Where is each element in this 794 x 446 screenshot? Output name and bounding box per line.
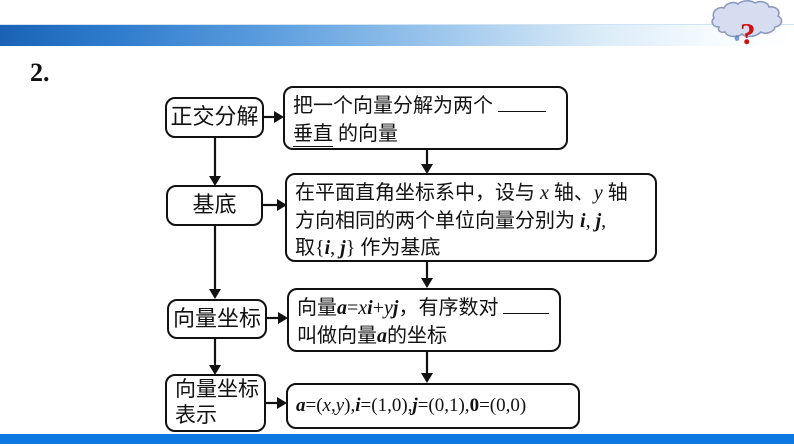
node-vector-coordinates: 向量坐标 bbox=[167, 299, 267, 339]
arrowhead-right-2 bbox=[421, 278, 433, 288]
text-line: 在平面直角坐标系中，设与 x 轴、y 轴 bbox=[295, 182, 628, 204]
text-line: 叫做向量a的坐标 bbox=[297, 324, 447, 347]
bottom-decor-bar bbox=[0, 434, 794, 444]
arrowhead-right-3 bbox=[421, 373, 433, 383]
textbox-basis-definition: 在平面直角坐标系中，设与 x 轴、y 轴 方向相同的两个单位向量分别为 i, j… bbox=[285, 173, 657, 262]
text-line: a=(x,y),i=(1,0),j=(0,1),0=(0,0) bbox=[296, 394, 527, 416]
textbox-coordinate-representation: a=(x,y),i=(1,0),j=(0,1),0=(0,0) bbox=[286, 383, 580, 429]
top-decor-bar bbox=[0, 24, 794, 46]
node-basis: 基底 bbox=[166, 185, 263, 226]
cloud-shape bbox=[711, 0, 783, 38]
cloud-dot bbox=[734, 35, 740, 41]
text-line: 垂直 的向量 bbox=[293, 122, 398, 147]
text-line: 向量a=xi+yj，有序数对 bbox=[297, 295, 551, 323]
text-line: 取{i, j} 作为基底 bbox=[295, 237, 441, 260]
text-line: 方向相同的两个单位向量分别为 i, j, bbox=[295, 209, 607, 232]
slide-number: 2. bbox=[30, 58, 50, 87]
text-line: 把一个向量分解为两个 bbox=[293, 93, 558, 121]
node-vector-coordinate-representation: 向量坐标 表示 bbox=[165, 374, 266, 432]
question-mark: ? bbox=[740, 16, 756, 51]
textbox-coordinates-definition: 向量a=xi+yj，有序数对 叫做向量a的坐标 bbox=[287, 288, 561, 352]
textbox-decomposition-definition: 把一个向量分解为两个 垂直 的向量 bbox=[283, 86, 568, 150]
arrowhead-left-2 bbox=[209, 289, 221, 299]
node-orthogonal-decomposition: 正交分解 bbox=[165, 97, 264, 138]
question-cloud-icon: ? bbox=[704, 0, 790, 52]
